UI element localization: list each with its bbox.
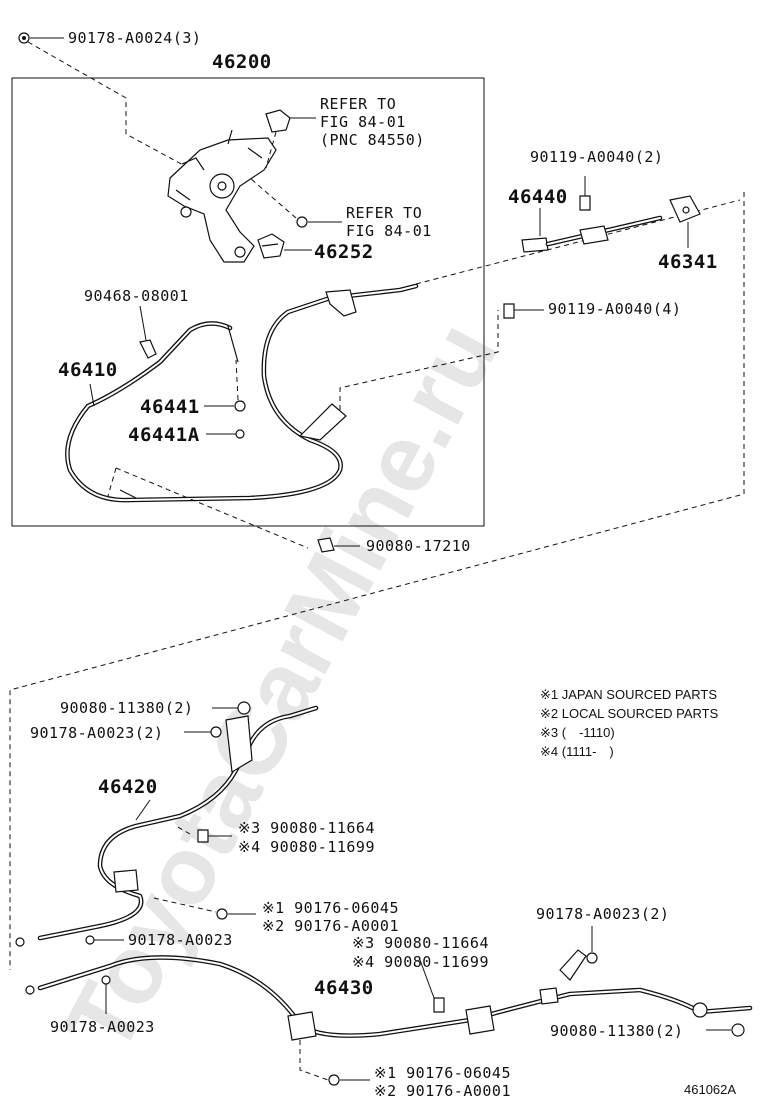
legend-note-1: ※1 JAPAN SOURCED PARTS <box>540 687 717 702</box>
nut-90178-A0023-2b[interactable] <box>586 952 598 964</box>
label-90080-11664-b: ※3 90080-11664 <box>352 934 489 952</box>
cable-46410[interactable] <box>65 283 419 503</box>
label-refer-1-line3: (PNC 84550) <box>320 131 425 149</box>
label-90178-A0023-2b: 90178-A0023(2) <box>536 905 669 923</box>
label-90176-A0001-b: ※2 90176-A0001 <box>374 1082 511 1100</box>
cable-46440[interactable] <box>521 215 663 253</box>
label-90176-06045-a: ※1 90176-06045 <box>262 899 399 917</box>
label-90080-17210: 90080-17210 <box>366 537 471 555</box>
label-refer-2-line1: REFER TO <box>346 204 422 222</box>
bolt-refer-2[interactable] <box>296 216 308 228</box>
label-90178-A0023-b: 90178-A0023 <box>50 1018 155 1036</box>
bolt-90080-11664-b[interactable] <box>433 997 445 1013</box>
label-90080-11699-b: ※4 90080-11699 <box>352 953 489 971</box>
assembly-46200-box <box>11 77 485 527</box>
label-46441A: 46441A <box>128 424 200 446</box>
label-46430: 46430 <box>314 977 374 999</box>
nut-90080-11380-b[interactable] <box>731 1023 745 1037</box>
label-90176-A0001-a: ※2 90176-A0001 <box>262 917 399 935</box>
label-90119-A0040-4: 90119-A0040(4) <box>548 300 681 318</box>
clip-90178-A0023-b[interactable] <box>101 975 111 985</box>
label-90080-11664-a: ※3 90080-11664 <box>238 819 375 837</box>
cable-46430[interactable] <box>25 949 753 1041</box>
label-90178-A0024: 90178-A0024(3) <box>68 29 201 47</box>
label-90468-08001: 90468-08001 <box>84 287 189 305</box>
label-90119-A0040-2: 90119-A0040(2) <box>530 148 663 166</box>
clip-90178-A0023-a[interactable] <box>85 935 95 945</box>
label-46420: 46420 <box>98 776 158 798</box>
bolt-90119-A0040-2[interactable] <box>579 195 591 211</box>
clip-90080-17210[interactable] <box>317 537 335 553</box>
label-90178-A0023-a: 90178-A0023 <box>128 931 233 949</box>
switch-46252[interactable] <box>257 233 285 259</box>
nut-90178-A0023-2a[interactable] <box>210 726 222 738</box>
bolt-90080-11664-a[interactable] <box>197 829 209 843</box>
nut-90176-06045-a[interactable] <box>216 908 228 920</box>
label-46341: 46341 <box>658 251 718 273</box>
clip-90468-08001[interactable] <box>139 339 157 359</box>
legend-note-3: ※3 ( -1110) <box>540 725 615 740</box>
nut-46441[interactable] <box>234 400 246 412</box>
label-refer-1-line1: REFER TO <box>320 95 396 113</box>
bolt-90119-A0040-4[interactable] <box>503 303 515 319</box>
label-46410: 46410 <box>58 359 118 381</box>
label-46200: 46200 <box>212 51 272 73</box>
nut-90080-11380-a[interactable] <box>237 701 251 715</box>
legend-note-4: ※4 (1111- ) <box>540 744 614 759</box>
cable-46420[interactable] <box>15 705 319 947</box>
label-46440: 46440 <box>508 186 568 208</box>
bolt-90178-A0024[interactable] <box>18 32 30 44</box>
label-refer-1-line2: FIG 84-01 <box>320 113 406 131</box>
label-90080-11699-a: ※4 90080-11699 <box>238 838 375 856</box>
label-90178-A0023-2a: 90178-A0023(2) <box>30 724 163 742</box>
lever-assembly[interactable] <box>167 129 277 263</box>
label-90080-11380-a: 90080-11380(2) <box>60 699 193 717</box>
clip-refer-1[interactable] <box>265 109 291 133</box>
nut-46441A[interactable] <box>235 429 245 439</box>
figure-id: 461062A <box>684 1082 736 1097</box>
nut-90176-06045-b[interactable] <box>328 1074 340 1086</box>
label-46252: 46252 <box>314 241 374 263</box>
label-refer-2-line2: FIG 84-01 <box>346 222 432 240</box>
legend-note-2: ※2 LOCAL SOURCED PARTS <box>540 706 719 721</box>
label-90080-11380-b: 90080-11380(2) <box>550 1022 683 1040</box>
bracket-46341[interactable] <box>669 195 701 223</box>
label-46441: 46441 <box>140 396 200 418</box>
label-90176-06045-b: ※1 90176-06045 <box>374 1064 511 1082</box>
